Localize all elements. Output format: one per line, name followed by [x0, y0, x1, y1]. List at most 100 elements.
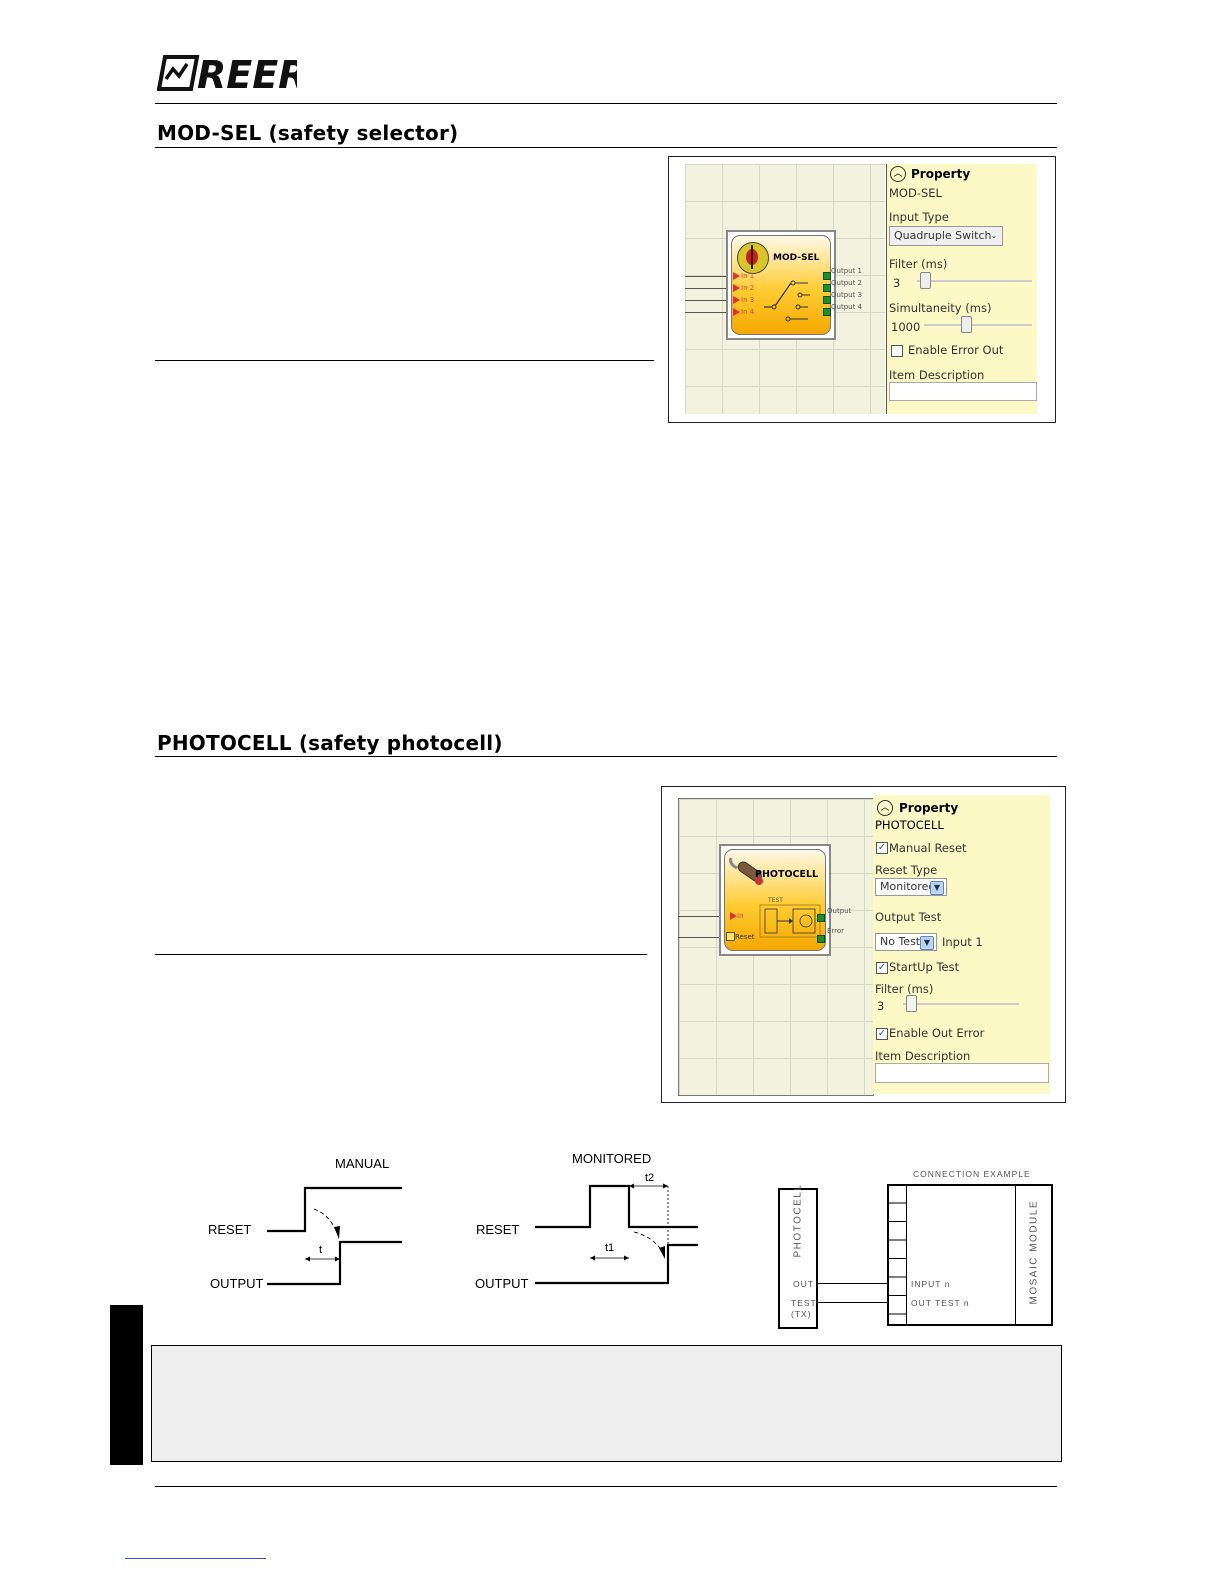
device-tx-label: (TX) [791, 1309, 812, 1319]
filter-slider-thumb[interactable] [906, 995, 917, 1012]
modsel-block-title: MOD-SEL [773, 253, 820, 263]
photocell-text-rule [155, 954, 647, 955]
startup-test-label: StartUp Test [889, 960, 960, 974]
manual-timing-title: MANUAL [335, 1156, 390, 1171]
connection-wire-out [818, 1283, 888, 1284]
filter-slider-thumb[interactable] [920, 272, 931, 289]
manual-reset-checkbox[interactable]: ✓ [876, 842, 888, 854]
item-description-input[interactable] [889, 382, 1037, 401]
filter-slider-track [903, 1003, 1019, 1005]
photocell-output-label: Error [827, 927, 845, 935]
input-pin-icon[interactable] [730, 912, 737, 920]
property-name: MOD-SEL [889, 186, 942, 200]
property-title: Property [911, 167, 971, 181]
enable-out-error-label: Enable Out Error [889, 1026, 985, 1040]
device-out-label: OUT [793, 1279, 814, 1289]
collapse-icon[interactable]: ︿ [890, 166, 906, 182]
photocell-heading-rule [155, 756, 1057, 757]
input-type-value: Quadruple Switch [894, 229, 992, 242]
output-pin-icon[interactable] [823, 308, 831, 316]
reset-type-select[interactable]: Monitored ▼ [875, 878, 947, 896]
monitored-reset-signal-label: RESET [476, 1222, 520, 1237]
connection-wire-test [818, 1302, 888, 1303]
photocell-device-box [778, 1188, 818, 1329]
output-pin-icon[interactable] [823, 272, 831, 280]
photocell-function-block[interactable]: PHOTOCELL TEST [719, 844, 831, 956]
filter-value: 3 [877, 999, 885, 1013]
simultaneity-slider-thumb[interactable] [961, 316, 972, 333]
collapse-icon[interactable]: ︿ [877, 800, 893, 816]
property-name: PHOTOCELL [875, 818, 944, 832]
photocell-test-label: TEST [768, 897, 783, 904]
photocell-sensor-icon [729, 857, 763, 885]
wire [678, 937, 730, 938]
monitored-timing-diagram: t1 t2 [535, 1172, 698, 1285]
monitored-t1-label: t1 [605, 1242, 614, 1254]
modsel-text-rule [155, 360, 654, 361]
input-pin-icon[interactable] [733, 272, 740, 280]
filter-slider-track [917, 280, 1032, 282]
output-pin-icon[interactable] [817, 914, 825, 922]
photocell-device-label: PHOTOCELL [792, 1183, 804, 1258]
reset-type-value: Monitored [880, 880, 936, 893]
photocell-logic-icon [759, 904, 821, 938]
simultaneity-label: Simultaneity (ms) [889, 301, 992, 315]
chevron-down-icon: ▼ [920, 936, 934, 950]
terminal-strip [887, 1184, 907, 1326]
item-description-input[interactable] [875, 1063, 1049, 1083]
simultaneity-slider-track [924, 324, 1032, 326]
photocell-output-label: Output [827, 907, 852, 915]
module-input-label: INPUT n [911, 1279, 951, 1289]
monitored-output-signal-label: OUTPUT [475, 1276, 529, 1291]
modsel-output-label: Output 3 [831, 291, 862, 299]
input-pin-icon[interactable] [733, 296, 740, 304]
manual-t-label: t [319, 1244, 322, 1256]
enable-out-error-checkbox[interactable]: ✓ [876, 1028, 888, 1040]
modsel-output-label: Output 1 [831, 267, 862, 275]
output-test-input: Input 1 [942, 935, 983, 949]
photocell-heading: PHOTOCELL (safety photocell) [157, 731, 503, 755]
input-type-select[interactable]: Quadruple Switch ⌄ [889, 226, 1003, 246]
photocell-input-label: In [737, 912, 744, 920]
property-title: Property [899, 801, 959, 815]
output-pin-icon[interactable] [823, 296, 831, 304]
module-out-test-label: OUT TEST n [911, 1298, 970, 1308]
item-description-label: Item Description [889, 368, 985, 382]
modsel-heading-rule [155, 147, 1057, 148]
manual-output-signal-label: OUTPUT [210, 1276, 264, 1291]
chevron-down-icon: ⌄ [990, 231, 998, 240]
wire [685, 312, 733, 313]
output-pin-icon[interactable] [817, 935, 825, 943]
output-test-select[interactable]: No Test ▼ [875, 933, 937, 951]
startup-test-checkbox[interactable]: ✓ [876, 962, 888, 974]
photocell-screenshot-panel: PHOTOCELL TEST In Reset Output Error ︿ P… [661, 786, 1066, 1103]
connection-title: CONNECTION EXAMPLE [913, 1169, 1031, 1179]
filter-label: Filter (ms) [875, 982, 934, 996]
wire [685, 288, 733, 289]
input-pin-icon[interactable] [733, 308, 740, 316]
language-side-tab [110, 1305, 143, 1465]
modsel-input-label: In 4 [741, 308, 755, 316]
filter-value: 3 [893, 276, 901, 290]
modsel-output-label: Output 2 [831, 279, 862, 287]
monitored-t2-label: t2 [645, 1172, 654, 1184]
device-test-label: TEST [791, 1298, 817, 1308]
selector-knob-icon [737, 242, 769, 274]
reer-logo: REER [156, 52, 307, 97]
footnote-link-rule [125, 1558, 266, 1559]
monitored-timing-title: MONITORED [572, 1151, 652, 1166]
output-pin-icon[interactable] [823, 284, 831, 292]
modsel-function-block[interactable]: MOD-SEL [726, 230, 836, 340]
reset-pin-icon[interactable] [726, 932, 735, 941]
modsel-input-label: In 3 [741, 296, 755, 304]
enable-error-label: Enable Error Out [908, 343, 1004, 357]
enable-error-checkbox[interactable] [891, 345, 903, 357]
wire [678, 916, 730, 917]
chevron-down-icon: ▼ [930, 881, 944, 895]
reset-type-label: Reset Type [875, 863, 938, 877]
modsel-output-label: Output 4 [831, 303, 862, 311]
mosaic-module-divider [1015, 1184, 1016, 1326]
reer-logo-icon: REER [156, 53, 307, 97]
item-description-label: Item Description [875, 1049, 971, 1063]
input-pin-icon[interactable] [733, 284, 740, 292]
